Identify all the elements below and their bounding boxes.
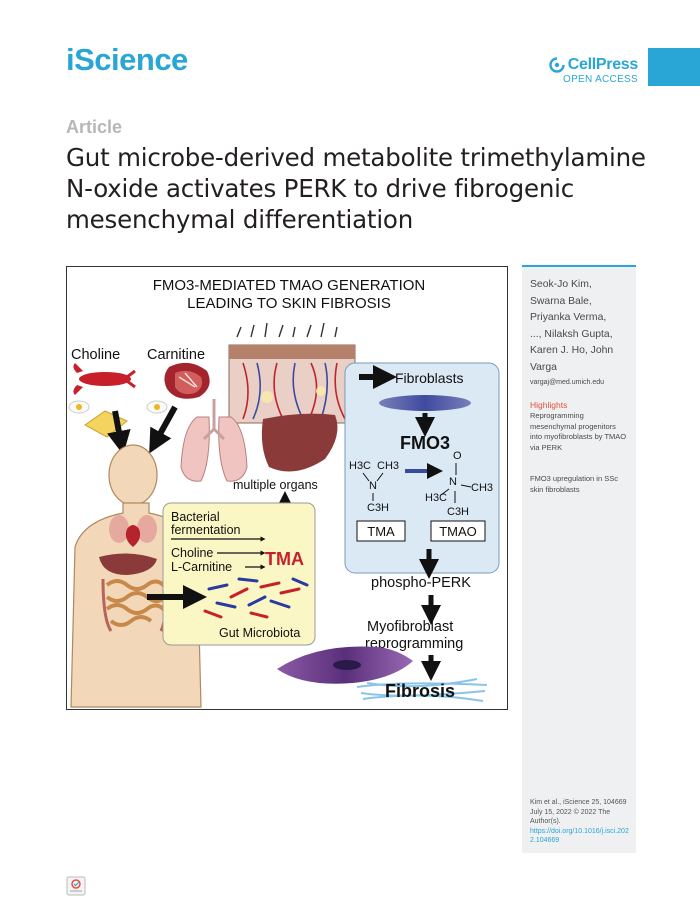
- carnitine-label: Carnitine: [147, 347, 205, 363]
- fermentation-label: fermentation: [171, 523, 241, 537]
- lcarnitine-label: L-Carnitine: [171, 560, 232, 574]
- tmao-box-label: TMAO: [439, 524, 477, 539]
- phospho-perk-label: phospho-PERK: [371, 575, 471, 591]
- svg-text:N: N: [449, 476, 457, 488]
- liver-icon: [261, 413, 338, 472]
- publisher-logo: CellPress OPEN ACCESS: [538, 56, 638, 85]
- ga-heading-line1: FMO3-MEDIATED TMAO GENERATION: [153, 277, 426, 294]
- check-for-updates-icon[interactable]: [66, 876, 86, 896]
- author-line: Karen J. Ho, John: [530, 345, 614, 356]
- correspondence-email[interactable]: vargaj@med.umich.edu: [530, 379, 605, 386]
- author-line: Varga: [530, 361, 557, 373]
- steak-icon: [164, 362, 210, 399]
- tma-red-label: TMA: [265, 549, 304, 569]
- svg-text:H3C: H3C: [349, 460, 371, 472]
- graphical-abstract-figure: FMO3-MEDIATED TMAO GENERATION LEADING TO…: [68, 277, 500, 708]
- gut-microbiota-label: Gut Microbiota: [219, 626, 300, 640]
- svg-text:CH3: CH3: [471, 482, 493, 494]
- svg-text:C3H: C3H: [447, 506, 469, 518]
- title-line: N-oxide activates PERK to drive fibrogen…: [66, 174, 575, 203]
- multiple-organs-label: multiple organs: [233, 478, 318, 492]
- ga-heading-line2: LEADING TO SKIN FIBROSIS: [187, 295, 391, 312]
- sidebar-rule: [522, 265, 636, 267]
- sidebar-panel: [522, 265, 636, 853]
- author-line: Seok-Jo Kim,: [530, 279, 592, 290]
- myofibroblast-label: Myofibroblast: [367, 619, 453, 635]
- lungs-icon: [180, 399, 248, 482]
- choline-label: Choline: [71, 347, 120, 363]
- svg-text:C3H: C3H: [367, 502, 389, 514]
- article-type: Article: [66, 117, 123, 137]
- choline2-label: Choline: [171, 546, 213, 560]
- graphical-abstract: FMO3-MEDIATED TMAO GENERATION LEADING TO…: [66, 266, 508, 710]
- tma-box-label: TMA: [367, 524, 395, 539]
- citation-block: Kim et al., iScience 25, 104669 July 15,…: [530, 798, 630, 846]
- doi-link[interactable]: https://doi.org/10.1016/j.isci.2022.1046…: [530, 827, 629, 845]
- author-list: Seok-Jo Kim, Swarna Bale, Priyanka Verma…: [530, 277, 632, 376]
- svg-text:N: N: [369, 480, 377, 492]
- highlight-item: FMO3 upregulation in SSc skin fibroblast…: [530, 474, 618, 494]
- bacterial-label: Bacterial: [171, 510, 220, 524]
- cellpress-mark-icon: [549, 57, 565, 73]
- fibrosis-label: Fibrosis: [385, 681, 455, 701]
- author-line: Priyanka Verma,: [530, 312, 607, 323]
- author-line: Swarna Bale,: [530, 295, 592, 307]
- publisher-name: CellPress: [567, 56, 639, 73]
- food-arrow: [106, 410, 131, 455]
- author-line: ..., Nilaksh Gupta,: [530, 328, 613, 340]
- tmao-structure: O N H3C CH3 C3H: [425, 450, 493, 518]
- reprogramming-label: reprogramming: [365, 636, 463, 652]
- skin-tissue-icon: [228, 322, 356, 424]
- title-line: mesenchymal differentiation: [66, 205, 414, 234]
- title-line: Gut microbe-derived metabolite trimethyl…: [66, 143, 646, 172]
- lobster-icon: [73, 363, 136, 395]
- fmo3-label: FMO3: [400, 433, 450, 453]
- fibroblast-cell-icon: [379, 395, 471, 411]
- highlights-heading: Highlights: [530, 400, 568, 410]
- header-accent-tab: [648, 48, 700, 86]
- collagen-fibers-icon: [356, 678, 488, 702]
- article-title: Gut microbe-derived metabolite trimethyl…: [66, 142, 666, 235]
- svg-text:H3C: H3C: [425, 492, 447, 504]
- fibroblasts-label: Fibroblasts: [395, 370, 463, 386]
- svg-text:CH3: CH3: [377, 460, 399, 472]
- highlight-item: Reprogramming mesenchymal progenitors in…: [530, 411, 627, 452]
- journal-logo: iScience: [66, 42, 188, 77]
- citation-text: Kim et al., iScience 25, 104669 July 15,…: [530, 799, 627, 825]
- svg-text:O: O: [453, 450, 462, 462]
- bacteria-icon: [203, 577, 309, 619]
- tma-structure: H3C CH3 N C3H: [349, 460, 399, 514]
- food-arrow: [149, 405, 178, 454]
- open-access-label: OPEN ACCESS: [563, 74, 638, 85]
